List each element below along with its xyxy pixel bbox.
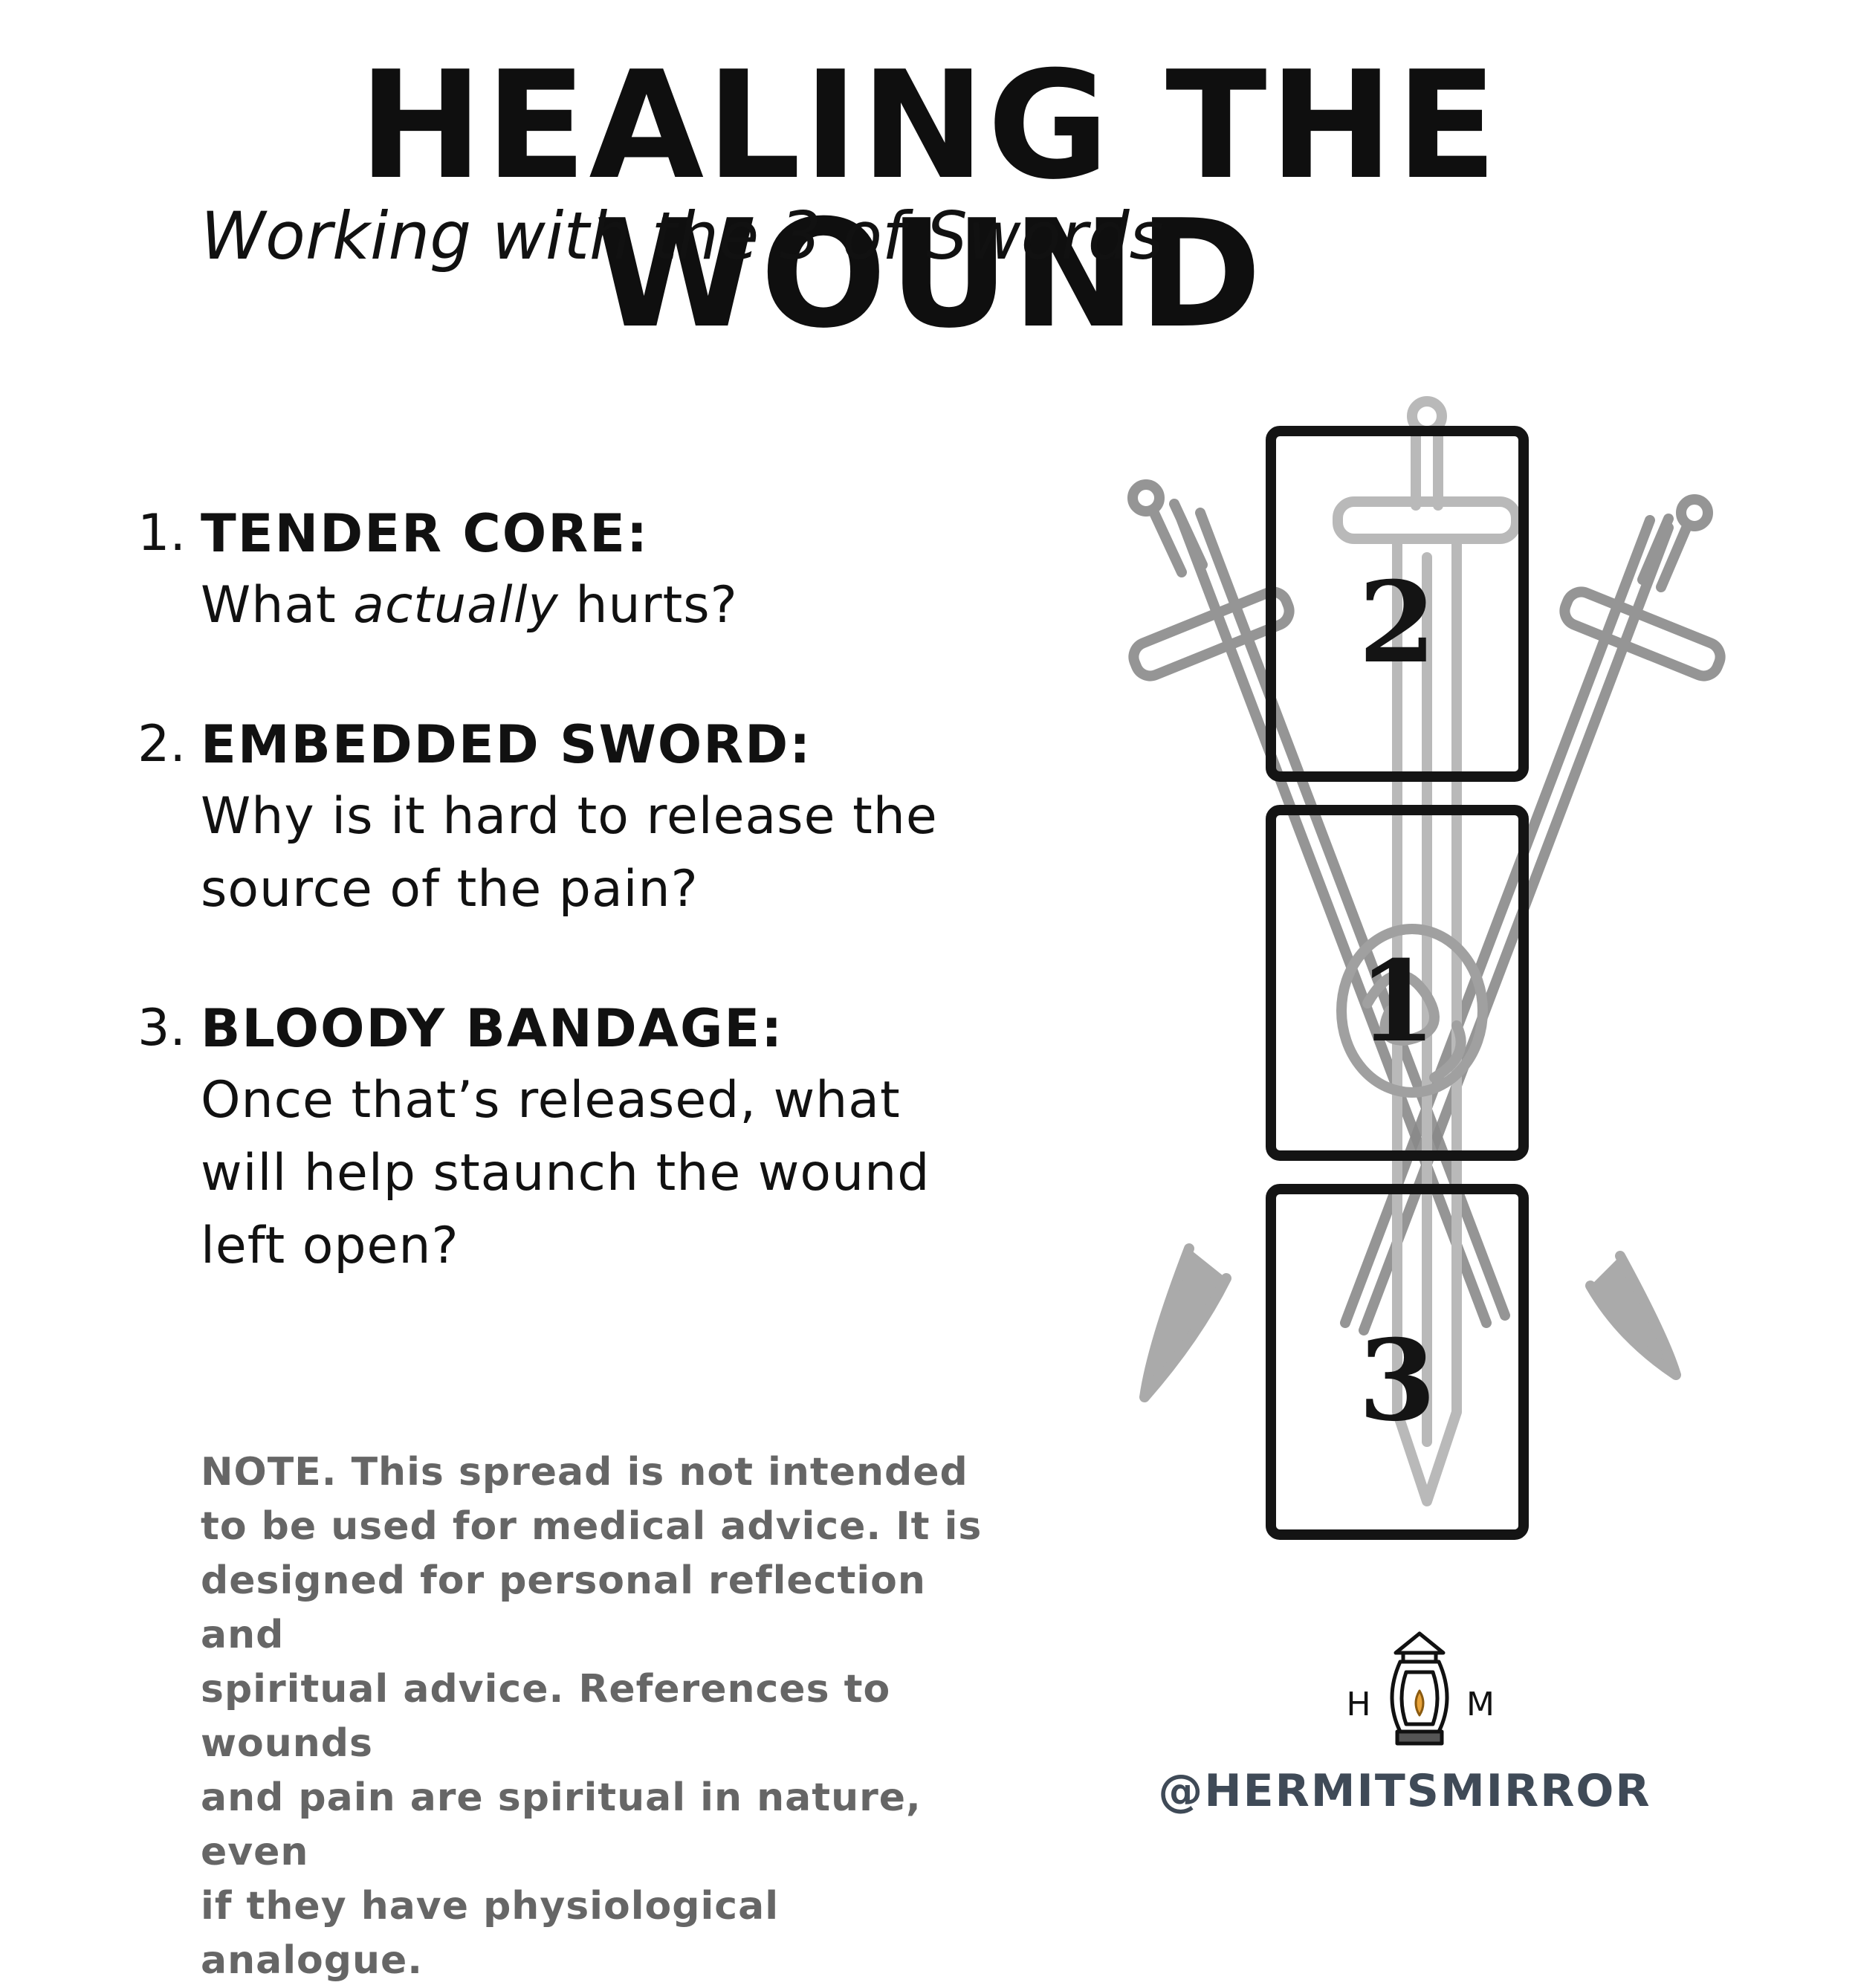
item-text-after: hurts? (558, 576, 738, 635)
item-text-before: What (201, 576, 354, 635)
card-spread-diagram: 2 1 3 (1127, 396, 1726, 1540)
item-number: 2. (137, 715, 186, 774)
item-text: Once that’s released, what will help sta… (201, 1071, 930, 1275)
list-item: 3. BLOODY BANDAGE: Once that’s released,… (119, 993, 1011, 1283)
card-position-3: 3 (1266, 1184, 1529, 1540)
list-item: 2. EMBEDDED SWORD: Why is it hard to rel… (119, 709, 1011, 926)
page-subtitle: Working with the 3 of Swords (201, 198, 1164, 274)
item-heading: BLOODY BANDAGE: (201, 998, 784, 1059)
page-title: HEALING THE WOUND (358, 39, 1500, 361)
item-text: Why is it hard to release the source of … (201, 787, 938, 919)
disclaimer-note: NOTE. This spread is not intended to be … (201, 1450, 983, 1983)
question-list: 1. TENDER CORE: What actually hurts? 2. … (119, 498, 1011, 1350)
card-position-2: 2 (1266, 426, 1529, 782)
card-number: 1 (1359, 936, 1436, 1067)
list-item: 1. TENDER CORE: What actually hurts? (119, 498, 1011, 642)
logo-letter-h: H (1346, 1686, 1370, 1723)
item-text: What actually hurts? (201, 569, 1011, 642)
card-number: 3 (1359, 1315, 1436, 1446)
social-handle: @HERMITSMIRROR (1158, 1765, 1651, 1817)
brand-logo: H M (1346, 1631, 1495, 1746)
card-position-1: 1 (1266, 805, 1529, 1161)
item-number: 3. (137, 999, 186, 1058)
card-number: 2 (1359, 557, 1436, 688)
lantern-icon (1390, 1631, 1449, 1746)
item-heading: TENDER CORE: (201, 503, 649, 564)
three-swords-icon (1127, 396, 1726, 1506)
heart-icon (1336, 924, 1488, 1098)
item-text-emphasis: actually (353, 576, 559, 635)
logo-letter-m: M (1466, 1686, 1495, 1723)
item-heading: EMBEDDED SWORD: (201, 714, 812, 775)
item-number: 1. (137, 504, 186, 563)
